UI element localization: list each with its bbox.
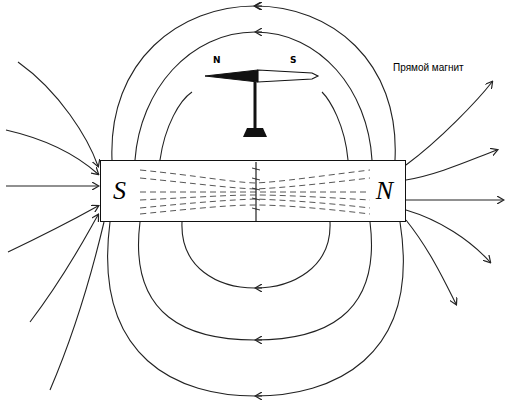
compass-pole-label: N [212, 55, 222, 65]
compass-pole-label: S [289, 55, 297, 65]
pole-letter: N [374, 176, 395, 206]
compass [205, 70, 318, 137]
pole-letter: S [111, 176, 128, 206]
title-label: Прямой магнит [392, 62, 465, 73]
bar-magnet: SN [100, 160, 406, 222]
